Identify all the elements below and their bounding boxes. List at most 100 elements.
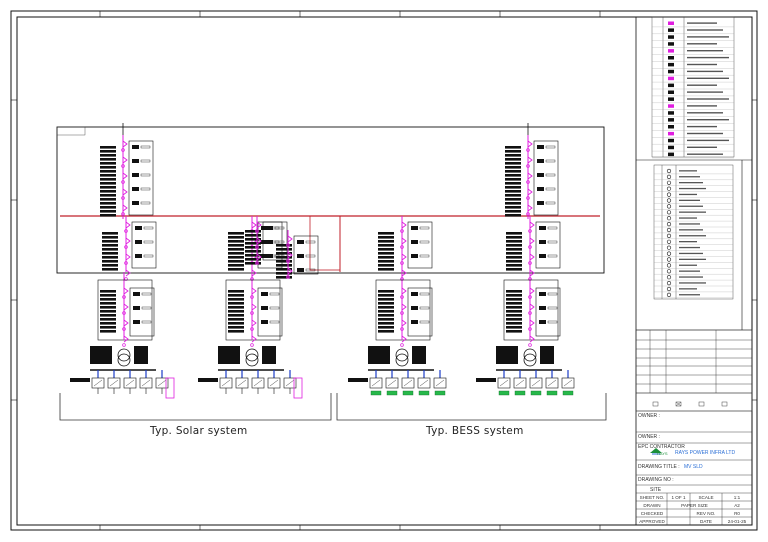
inverter-slash <box>141 379 151 387</box>
relay-frame <box>257 287 283 337</box>
breaker-symbol <box>122 295 126 299</box>
meter-block <box>228 314 244 317</box>
breaker-symbol <box>528 311 532 315</box>
lower-substation <box>348 272 447 396</box>
breaker-symbol <box>122 327 126 331</box>
row4-k1: APPROVED <box>639 519 665 524</box>
legend-description <box>687 132 723 135</box>
meter-block <box>100 178 116 181</box>
meter-block <box>505 170 521 173</box>
battery-unit <box>402 390 414 396</box>
meter-block <box>228 310 244 313</box>
legend-description <box>687 119 729 121</box>
legend2-description <box>679 241 697 243</box>
transformer-winding <box>117 348 131 362</box>
legend2-symbol <box>666 286 672 292</box>
relay-label-box <box>305 254 316 258</box>
breaker-symbol <box>124 245 128 249</box>
relay-label-box <box>545 201 556 205</box>
inverter-box <box>401 377 415 389</box>
row1-v1: 1 OF 1 <box>671 495 686 500</box>
relay-unit <box>297 268 304 272</box>
relay-unit <box>135 254 142 258</box>
legend2-symbol <box>666 269 672 274</box>
relay-frame <box>262 221 288 261</box>
relay-label-box <box>274 240 285 244</box>
relay-unit <box>537 187 544 191</box>
legend2-symbol <box>666 216 672 221</box>
meter-block <box>378 290 394 293</box>
breaker-symbol <box>400 229 404 233</box>
legend-symbol <box>668 131 674 136</box>
meter-block <box>228 306 244 309</box>
breaker-symbol <box>121 148 125 152</box>
relay-label-box <box>547 226 558 230</box>
meter-block <box>100 326 116 329</box>
meter-block <box>100 298 116 301</box>
relay-unit <box>539 240 546 244</box>
meter-block <box>506 236 522 239</box>
legend-description <box>687 56 729 59</box>
breaker-symbol <box>286 243 290 247</box>
meter-block <box>505 178 521 181</box>
breaker-symbol <box>528 245 532 249</box>
legend-table-2 <box>653 164 734 300</box>
battery-unit <box>546 390 558 396</box>
meter-block <box>228 290 244 293</box>
legend2-description <box>679 258 706 260</box>
meter-block <box>100 182 116 185</box>
legend2-symbol <box>666 174 672 179</box>
meter-block <box>100 174 116 177</box>
battery-unit <box>562 390 574 396</box>
transformer-winding <box>117 353 131 367</box>
switch-symbol <box>123 303 129 311</box>
meter-block <box>100 322 116 325</box>
meter-block <box>100 214 116 217</box>
meter-block <box>506 298 522 301</box>
legend2-description <box>679 282 706 284</box>
switch-symbol <box>287 235 293 243</box>
legend2-description <box>679 264 697 266</box>
meter-block <box>276 244 292 247</box>
inverter-slash <box>237 379 247 387</box>
inverter-slash <box>157 379 167 387</box>
aux-transformer <box>293 377 303 399</box>
legend2-symbol <box>666 281 672 286</box>
incomer-panel <box>505 123 559 219</box>
relay-label-box <box>547 320 558 324</box>
breaker-symbol <box>400 311 404 315</box>
relay-frame <box>128 140 154 216</box>
breaker-symbol <box>528 229 532 233</box>
legend2-description <box>679 193 697 196</box>
breaker-symbol <box>400 343 404 347</box>
meter-block <box>245 242 261 245</box>
switch-symbol <box>123 319 129 327</box>
legend2-symbol <box>666 192 672 197</box>
breaker-symbol <box>121 164 125 168</box>
meter-block <box>378 318 394 321</box>
combiner-label <box>476 378 496 382</box>
battery-unit <box>370 390 382 396</box>
relay-label-box <box>141 320 152 324</box>
meter-block <box>506 322 522 325</box>
legend-description <box>687 91 723 93</box>
relay-unit <box>132 159 139 163</box>
relay-label-box <box>547 254 558 258</box>
meter-block <box>245 254 261 257</box>
meter-block <box>228 252 244 255</box>
switch-symbol <box>529 335 535 343</box>
breaker-symbol <box>250 311 254 315</box>
breaker-symbol <box>400 327 404 331</box>
legend2-symbol <box>666 180 672 185</box>
relay-label-box <box>547 306 558 310</box>
legend2-symbol <box>666 233 672 238</box>
legend-description <box>687 105 717 107</box>
meter-block <box>506 330 522 333</box>
switch-symbol <box>123 335 129 343</box>
switch-symbol <box>527 172 533 180</box>
meter-block <box>228 236 244 239</box>
meter-block <box>506 264 522 267</box>
relay-unit <box>297 254 304 258</box>
